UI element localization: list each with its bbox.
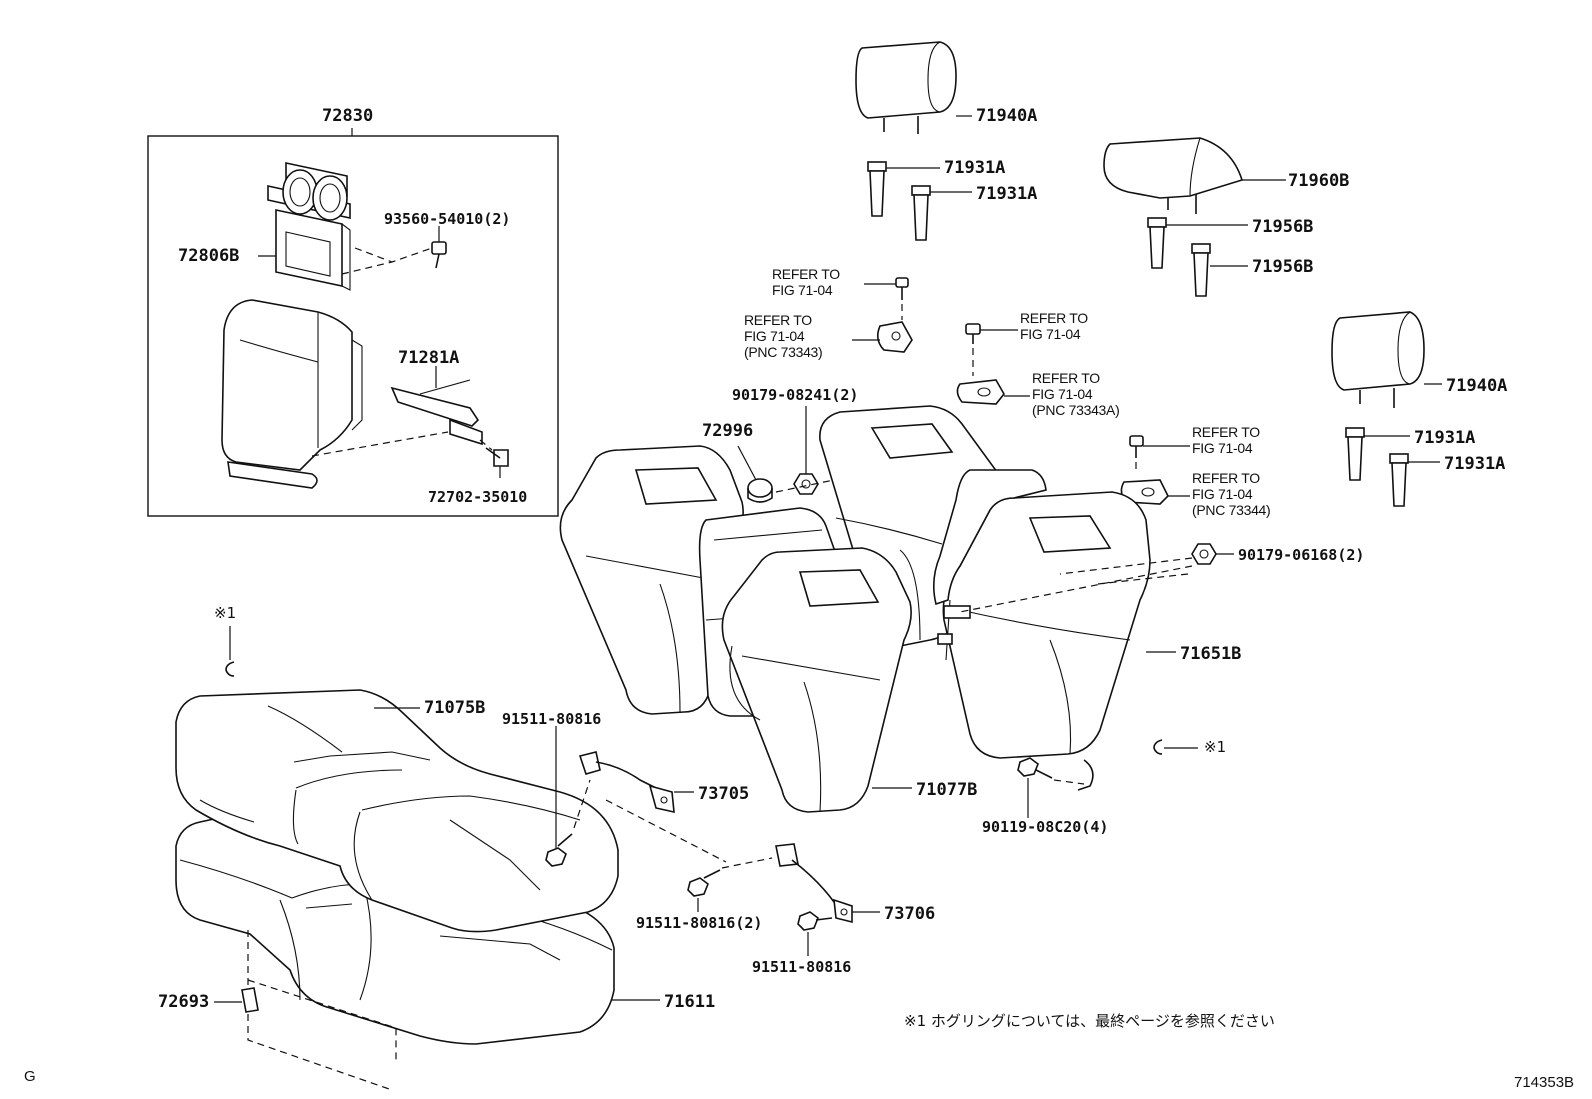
label-93560-54010: 93560-54010(2) bbox=[384, 210, 511, 228]
label-71931A-c: 71931A bbox=[1414, 428, 1476, 448]
screw-93560 bbox=[431, 241, 447, 269]
label-71931A-a: 71931A bbox=[944, 158, 1006, 178]
cap-72996 bbox=[747, 478, 773, 503]
nut-90179-06168 bbox=[1191, 543, 1217, 565]
headrest-guide-71931A-d bbox=[1389, 453, 1409, 507]
refer-note-5-line2: FIG 71-04 bbox=[1192, 440, 1253, 457]
label-71956B-b: 71956B bbox=[1252, 257, 1314, 277]
label-73705: 73705 bbox=[698, 784, 750, 804]
label-71956B-a: 71956B bbox=[1252, 217, 1314, 237]
bracket-73706 bbox=[775, 843, 853, 924]
hook-72693 bbox=[241, 987, 259, 1013]
label-73706: 73706 bbox=[884, 904, 936, 924]
refer-note-4-line2: FIG 71-04 bbox=[1032, 386, 1093, 403]
label-90119-08C20: 90119-08C20(4) bbox=[982, 818, 1109, 836]
refer-note-5: REFER TO FIG 71-04 bbox=[1192, 424, 1260, 456]
label-91511-80816-c: 91511-80816 bbox=[752, 958, 852, 976]
bracket-73705 bbox=[578, 751, 675, 814]
refer-note-1-line2: FIG 71-04 bbox=[772, 282, 833, 299]
headrest-guide-71956B-b bbox=[1191, 243, 1211, 297]
refer-note-2-line1: REFER TO bbox=[744, 312, 812, 328]
bolt-90119 bbox=[1017, 757, 1053, 779]
bracket-71281A bbox=[390, 379, 483, 446]
refer-note-4: REFER TO FIG 71-04 (PNC 73343A) bbox=[1032, 370, 1120, 419]
ref-clip-3 bbox=[1129, 435, 1144, 458]
refer-note-5-line1: REFER TO bbox=[1192, 424, 1260, 440]
refer-note-2-line3: (PNC 73343) bbox=[744, 344, 823, 361]
label-90179-06168: 90179-06168(2) bbox=[1238, 546, 1365, 564]
cushion-71075B bbox=[175, 689, 619, 933]
label-71931A-b: 71931A bbox=[976, 184, 1038, 204]
headrest-guide-71931A-c bbox=[1345, 427, 1365, 481]
label-72693: 72693 bbox=[158, 992, 210, 1012]
headrest-guide-71956B-a bbox=[1147, 217, 1167, 269]
label-91511-80816-a: 91511-80816 bbox=[502, 710, 602, 728]
refer-note-2: REFER TO FIG 71-04 (PNC 73343) bbox=[744, 312, 823, 361]
headrest-71940A-right bbox=[1331, 311, 1425, 408]
label-71940A-top: 71940A bbox=[976, 106, 1038, 126]
refer-note-1: REFER TO FIG 71-04 bbox=[772, 266, 840, 298]
label-71940A-right: 71940A bbox=[1446, 376, 1508, 396]
figure-number: 714353B bbox=[1514, 1074, 1575, 1091]
refer-note-4-line1: REFER TO bbox=[1032, 370, 1100, 386]
label-91511-80816-b: 91511-80816(2) bbox=[636, 914, 763, 932]
ref-bracket-73343 bbox=[876, 321, 913, 353]
label-71077B: 71077B bbox=[916, 780, 978, 800]
seatback-left-rear bbox=[559, 445, 744, 715]
nut-90179-08241 bbox=[793, 473, 819, 495]
hog-ring-mark-right bbox=[1153, 739, 1198, 755]
refer-note-2-line2: FIG 71-04 bbox=[744, 328, 805, 345]
ref-bracket-73343A bbox=[956, 379, 1005, 405]
refer-note-6-line1: REFER TO bbox=[1192, 470, 1260, 486]
headrest-71960B bbox=[1103, 137, 1244, 214]
label-72702-35010: 72702-35010 bbox=[428, 488, 528, 506]
hog-ring-mark-top bbox=[225, 626, 235, 677]
label-72830: 72830 bbox=[322, 106, 374, 126]
label-72996: 72996 bbox=[702, 421, 754, 441]
refer-note-3-line1: REFER TO bbox=[1020, 310, 1088, 326]
label-71611: 71611 bbox=[664, 992, 716, 1012]
label-71651B: 71651B bbox=[1180, 644, 1242, 664]
headrest-guide-71931A-b bbox=[911, 185, 931, 241]
ref-clip-2 bbox=[965, 323, 981, 344]
bolt-91511-b bbox=[687, 869, 721, 897]
refer-note-6-line2: FIG 71-04 bbox=[1192, 486, 1253, 503]
hog-ring-ref-top: ※1 bbox=[214, 604, 237, 622]
refer-note-1-line1: REFER TO bbox=[772, 266, 840, 282]
seatback-71651B bbox=[942, 491, 1151, 759]
refer-note-3-line2: FIG 71-04 bbox=[1020, 326, 1081, 343]
ref-clip-1 bbox=[895, 277, 909, 300]
bolt-91511-a bbox=[545, 833, 573, 867]
refer-note-6: REFER TO FIG 71-04 (PNC 73344) bbox=[1192, 470, 1271, 519]
label-71281A: 71281A bbox=[398, 348, 460, 368]
bolt-72702 bbox=[479, 439, 509, 467]
label-71960B: 71960B bbox=[1288, 171, 1350, 191]
label-90179-08241: 90179-08241(2) bbox=[732, 386, 859, 404]
label-71931A-d: 71931A bbox=[1444, 454, 1506, 474]
hog-ring-ref-right: ※1 bbox=[1204, 738, 1227, 756]
cup-holder-part bbox=[267, 162, 351, 291]
seatback-right-rear bbox=[932, 469, 1047, 645]
headrest-71940A-top bbox=[855, 41, 957, 134]
armrest-body-part bbox=[221, 299, 363, 489]
headrest-guide-71931A-a bbox=[867, 161, 887, 217]
hog-ring-footnote: ※1 ホグリングについては、最終ページを参照ください bbox=[904, 1012, 1275, 1030]
refer-note-6-line3: (PNC 73344) bbox=[1192, 502, 1271, 519]
armrest-assembly-box bbox=[147, 135, 559, 517]
corner-code-left: G bbox=[24, 1068, 36, 1085]
refer-note-4-line3: (PNC 73343A) bbox=[1032, 402, 1120, 419]
seatback-71077B bbox=[721, 547, 912, 813]
bolt-91511-c bbox=[797, 911, 833, 931]
refer-note-3: REFER TO FIG 71-04 bbox=[1020, 310, 1088, 342]
label-71075B: 71075B bbox=[424, 698, 486, 718]
label-72806B: 72806B bbox=[178, 246, 240, 266]
